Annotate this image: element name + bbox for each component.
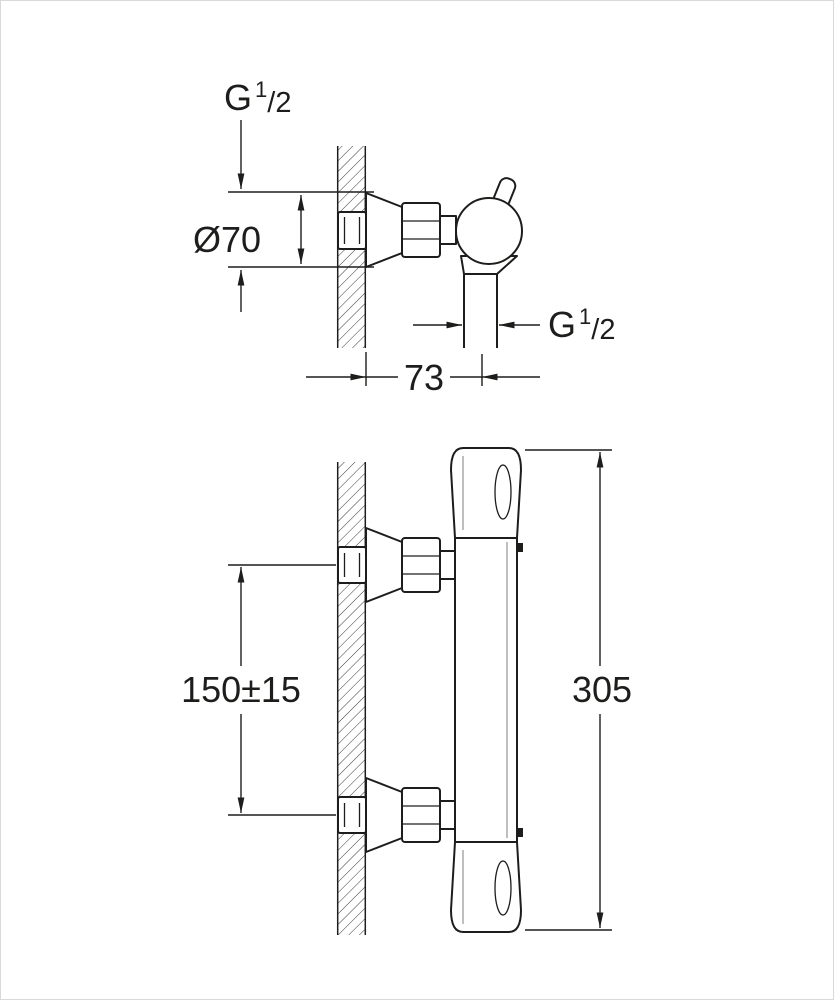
temperature-handle-grip-detail bbox=[494, 464, 512, 520]
mixer-body-tube bbox=[454, 537, 518, 843]
wall-hatch-front-view bbox=[337, 462, 366, 935]
upper-union-nut bbox=[337, 546, 367, 584]
escutcheon-rosette-top-view bbox=[365, 192, 403, 268]
lower-inlet-neck bbox=[439, 800, 456, 830]
wall-union-nut-top-view bbox=[337, 211, 367, 250]
label-overall-height: 305 bbox=[572, 669, 632, 710]
control-knob-top-view bbox=[455, 197, 523, 265]
valve-neck-top-view bbox=[439, 215, 457, 245]
lower-hex-nut bbox=[401, 787, 441, 843]
volume-handle bbox=[450, 841, 522, 933]
volume-handle-grip-detail bbox=[494, 860, 512, 916]
lower-stop-button bbox=[516, 828, 523, 837]
front-view: 150±15 305 bbox=[181, 447, 632, 935]
upper-escutcheon-rosette bbox=[365, 527, 403, 603]
upper-stop-button bbox=[516, 543, 523, 552]
upper-hex-nut bbox=[401, 537, 441, 593]
label-rosette-diameter: Ø70 bbox=[193, 219, 261, 260]
lower-union-nut bbox=[337, 796, 367, 834]
hex-nut-top-view bbox=[401, 202, 441, 258]
label-wall-offset: 73 bbox=[404, 357, 444, 398]
label-connection-spacing: 150±15 bbox=[181, 669, 301, 710]
temperature-handle bbox=[450, 447, 522, 539]
upper-inlet-neck bbox=[439, 550, 456, 580]
lower-escutcheon-rosette bbox=[365, 777, 403, 853]
